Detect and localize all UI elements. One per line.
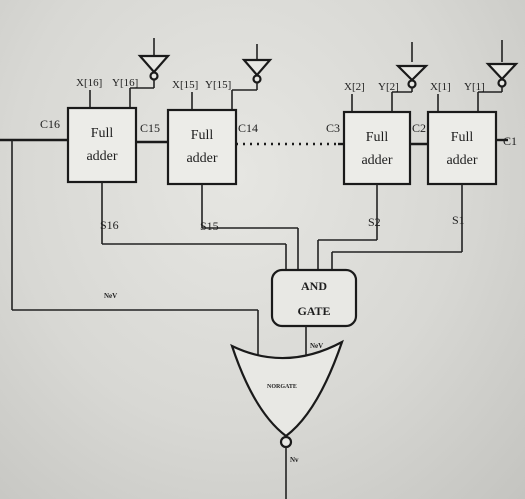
adder1-line2: adder: [446, 153, 477, 168]
nor-bubble: [279, 435, 293, 449]
full-adder-16: [66, 106, 138, 184]
adder16-line1: Full: [91, 126, 114, 141]
label-y15: Y[15]: [205, 79, 231, 91]
label-s16: S16: [100, 218, 119, 232]
label-c2: C2: [412, 121, 426, 135]
full-adder-2: [342, 110, 412, 186]
label-s1: S1: [452, 213, 465, 227]
not-gate-y1: [477, 40, 519, 112]
label-s15: S15: [200, 219, 219, 233]
nor-gate: [230, 339, 344, 438]
label-y1: Y[1]: [464, 81, 485, 93]
label-x16: X[16]: [76, 77, 102, 89]
full-adder-1: [426, 110, 498, 186]
adder15-line1: Full: [191, 128, 214, 143]
label-x1: X[1]: [430, 81, 451, 93]
not-gate-y2: [391, 42, 429, 112]
and-gate-line2: GATE: [297, 304, 330, 318]
label-nv-out: Nv: [290, 456, 299, 464]
adder2-line1: Full: [366, 130, 389, 145]
and-gate: [270, 268, 358, 328]
label-y2: Y[2]: [378, 81, 399, 93]
nor-gate-label: NORGATE: [267, 384, 297, 390]
not-gate-y15: [231, 44, 273, 110]
label-nev-and: NeV: [310, 342, 323, 350]
label-s2: S2: [368, 215, 381, 229]
adder2-line2: adder: [361, 153, 392, 168]
label-x2: X[2]: [344, 81, 365, 93]
adder1-line1: Full: [451, 130, 474, 145]
label-nev-left: NeV: [104, 292, 117, 300]
label-x15: X[15]: [172, 79, 198, 91]
adder15-line2: adder: [186, 151, 217, 166]
not-gate-y16: [129, 38, 171, 108]
full-adder-15: [166, 108, 238, 186]
and-gate-line1: AND: [301, 279, 327, 293]
label-c14: C14: [238, 121, 258, 135]
label-c3: C3: [326, 121, 340, 135]
label-c15: C15: [140, 121, 160, 135]
label-c16: C16: [40, 117, 60, 131]
label-y16: Y[16]: [112, 77, 138, 89]
label-c1: C1: [503, 134, 517, 148]
adder16-line2: adder: [86, 149, 117, 164]
